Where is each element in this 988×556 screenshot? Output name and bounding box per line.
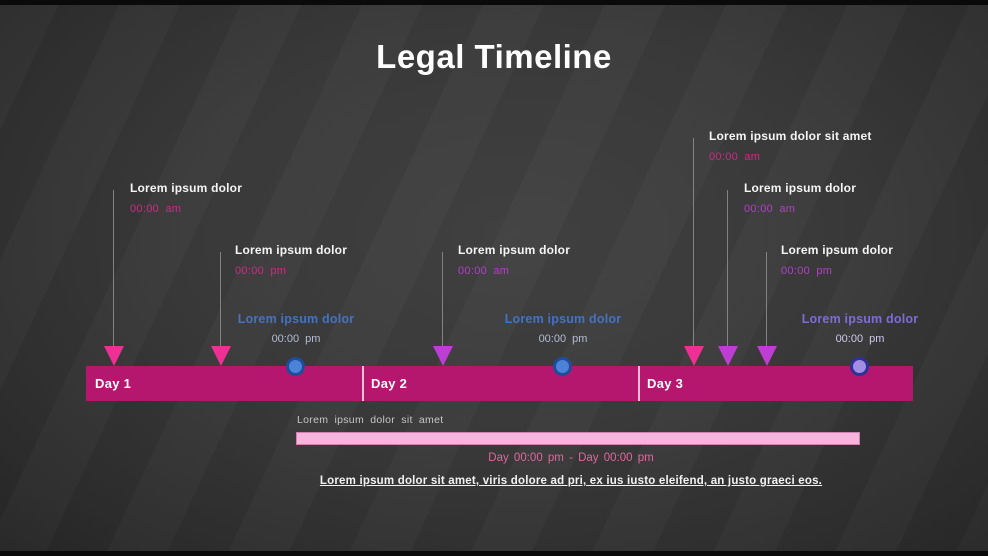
duration-range: Day 00:00 pm - Day 00:00 pm: [488, 452, 654, 464]
triangle-down-icon: [757, 346, 777, 366]
triangle-down-icon: [104, 346, 124, 366]
milestone-label: Lorem ipsum dolor: [781, 243, 894, 257]
milestone: Lorem ipsum dolor sit amet 00:00 am: [709, 129, 872, 163]
timeline-day-label: Day 3: [647, 376, 684, 391]
triangle-down-icon: [684, 346, 704, 366]
milestone-time: 00:00 am: [709, 151, 761, 163]
milestone-time: 00:00 am: [744, 203, 796, 215]
milestone: Lorem ipsum dolor 00:00 pm: [235, 243, 347, 277]
event: Lorem ipsum dolor 00:00 pm: [775, 312, 945, 345]
milestone-label: Lorem ipsum dolor sit amet: [709, 129, 872, 143]
event-label: Lorem ipsum dolor: [801, 312, 919, 326]
event-label: Lorem ipsum dolor: [237, 312, 355, 326]
timeline-day-label: Day 2: [371, 376, 408, 391]
circle-marker-icon: [850, 357, 869, 376]
milestone-label: Lorem ipsum dolor: [130, 181, 243, 195]
milestone-label: Lorem ipsum dolor: [458, 243, 571, 257]
bottom-letterbox-bar: [0, 551, 988, 556]
day-divider: [638, 366, 640, 401]
event-time: 00:00 pm: [271, 333, 321, 345]
footer-note: Lorem ipsum dolor sit amet, viris dolore…: [319, 475, 823, 487]
duration-label: Lorem ipsum dolor sit amet: [297, 414, 444, 426]
milestone: Lorem ipsum dolor 00:00 am: [458, 243, 570, 277]
milestone: Lorem ipsum dolor 00:00 am: [130, 181, 242, 215]
top-letterbox-bar: [0, 0, 988, 5]
milestone-line: [220, 252, 221, 350]
timeline-day-2: Day 2: [362, 366, 638, 401]
milestone: Lorem ipsum dolor 00:00 am: [744, 181, 856, 215]
timeline-bar: Day 1 Day 2 Day 3: [86, 366, 913, 401]
event-time: 00:00 pm: [538, 333, 588, 345]
milestone-time: 00:00 am: [130, 203, 182, 215]
triangle-down-icon: [211, 346, 231, 366]
timeline-day-label: Day 1: [95, 376, 132, 391]
event: Lorem ipsum dolor 00:00 pm: [211, 312, 381, 345]
milestone-time: 00:00 pm: [781, 265, 833, 277]
milestone-time: 00:00 am: [458, 265, 510, 277]
milestone-label: Lorem ipsum dolor: [744, 181, 857, 195]
circle-marker-icon: [553, 357, 572, 376]
duration-bar: [296, 432, 860, 445]
milestone-line: [693, 138, 694, 350]
event-time: 00:00 pm: [835, 333, 885, 345]
milestone-line: [113, 190, 114, 350]
timeline-day-3: Day 3: [638, 366, 913, 401]
circle-marker-icon: [286, 357, 305, 376]
milestone: Lorem ipsum dolor 00:00 pm: [781, 243, 893, 277]
triangle-down-icon: [718, 346, 738, 366]
day-divider: [362, 366, 364, 401]
triangle-down-icon: [433, 346, 453, 366]
milestone-line: [766, 252, 767, 350]
timeline-day-1: Day 1: [86, 366, 362, 401]
milestone-time: 00:00 pm: [235, 265, 287, 277]
milestone-line: [727, 190, 728, 350]
milestone-line: [442, 252, 443, 350]
page-title: Legal Timeline: [376, 38, 612, 75]
event-label: Lorem ipsum dolor: [504, 312, 622, 326]
milestone-label: Lorem ipsum dolor: [235, 243, 348, 257]
event: Lorem ipsum dolor 00:00 pm: [478, 312, 648, 345]
